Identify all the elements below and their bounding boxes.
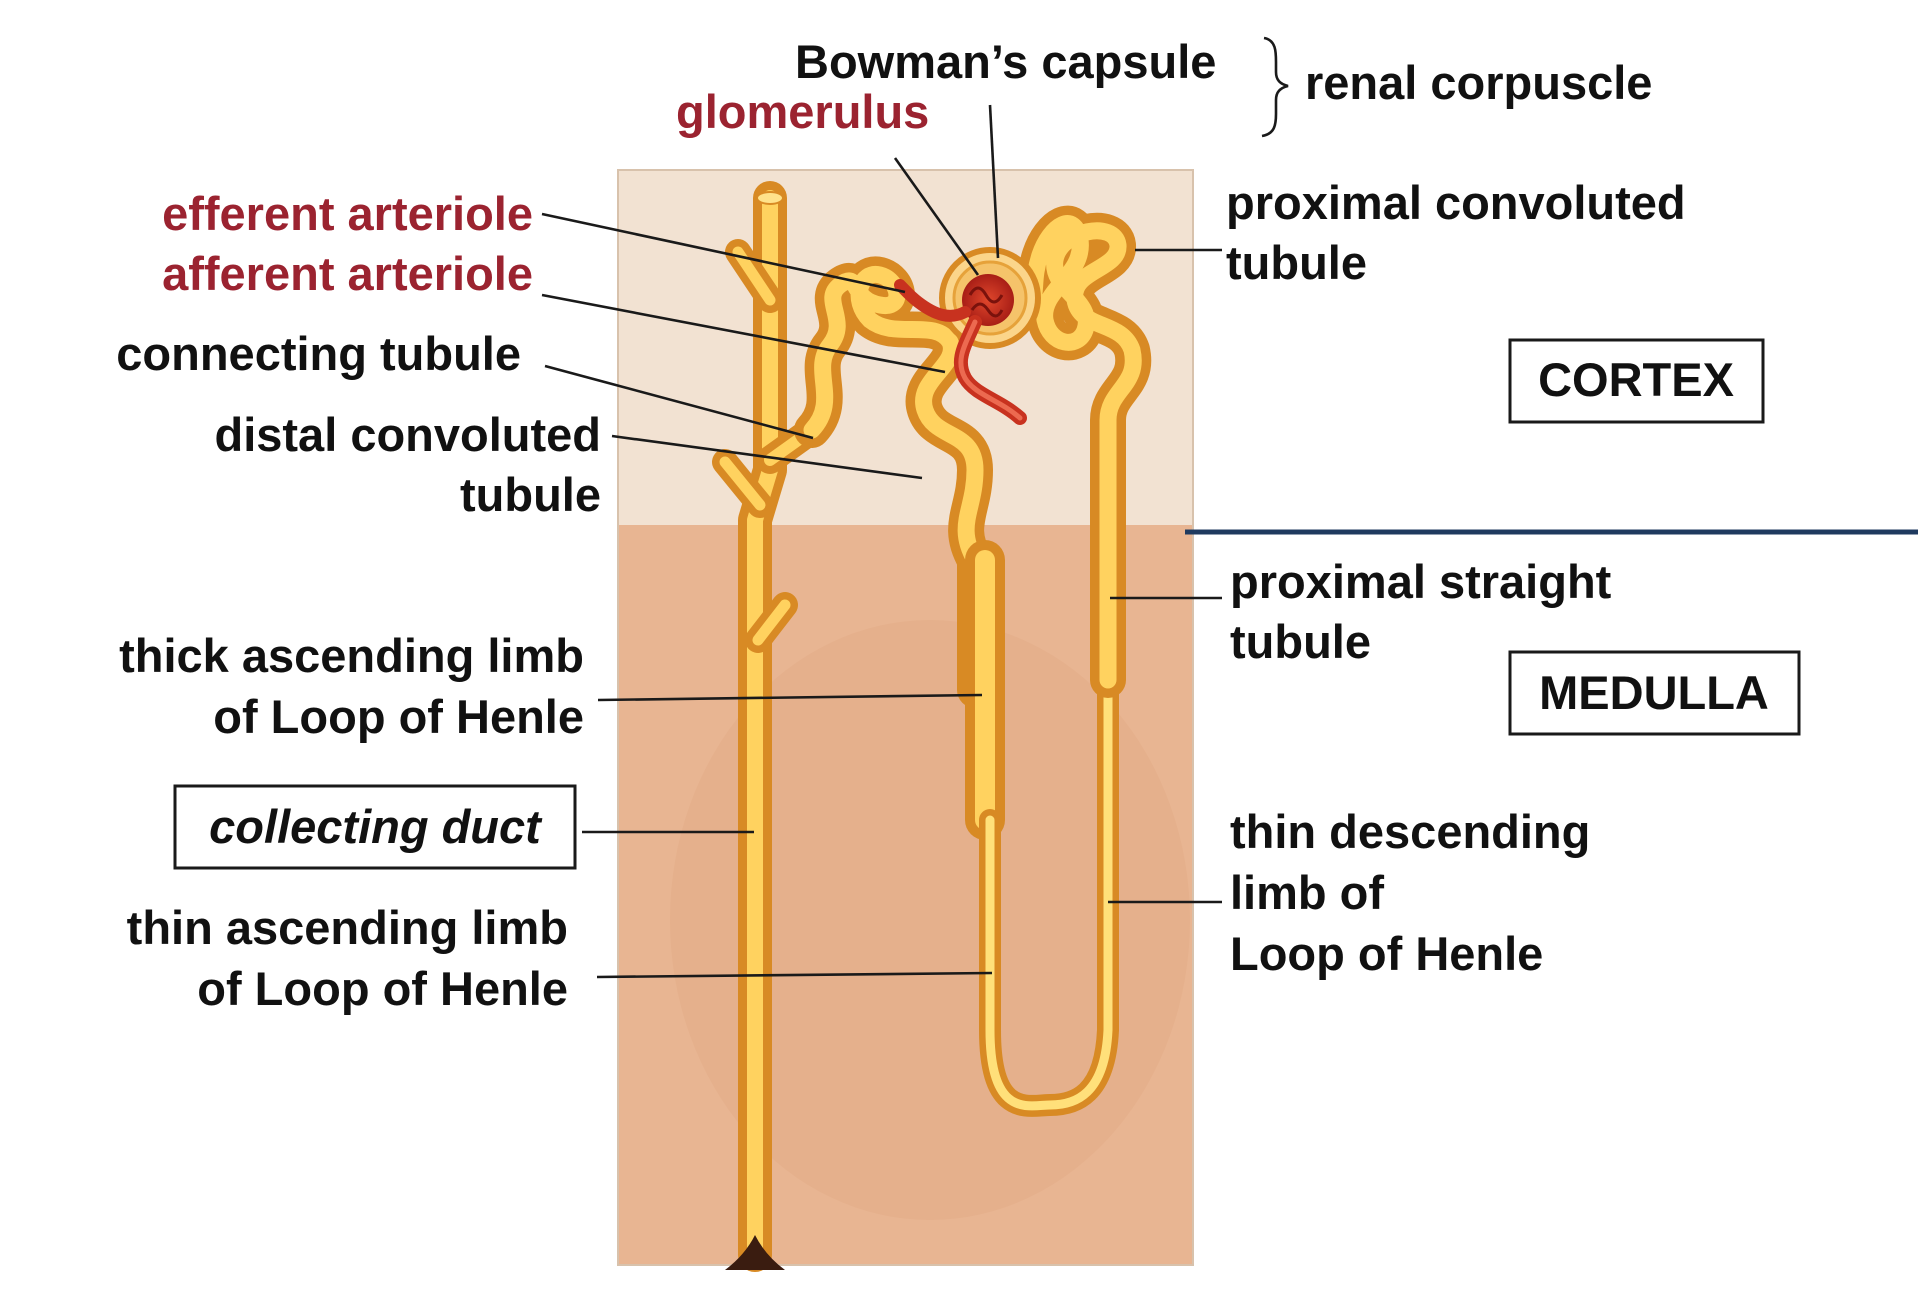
bowmans-capsule-label: Bowman’s capsule — [795, 35, 1216, 88]
distal-convoluted-label-line2: tubule — [460, 468, 601, 521]
thick-ascending-label-line2: of Loop of Henle — [213, 690, 584, 743]
thin-descending-label-line3: Loop of Henle — [1230, 927, 1543, 980]
proximal-tubule-tube — [1007, 205, 1152, 698]
arterioles — [894, 279, 1027, 425]
distal-convoluted-label-line1: distal convoluted — [215, 408, 602, 461]
proximal-convoluted-label-line2: tubule — [1226, 236, 1367, 289]
proximal-straight-label-line1: proximal straight — [1230, 555, 1612, 608]
collecting-duct-base — [725, 1235, 785, 1270]
efferent-arteriole-label: efferent arteriole — [162, 187, 533, 240]
thick-ascending-label-line1: thick ascending limb — [119, 629, 584, 682]
glomerulus-label: glomerulus — [676, 85, 929, 138]
distal-convoluted-tube — [794, 256, 993, 708]
collecting-duct-tube — [712, 181, 826, 1272]
afferent-arteriole-label: afferent arteriole — [162, 247, 533, 300]
loop-of-henle-thin-tube — [979, 669, 1119, 1117]
connecting-tubule-label: connecting tubule — [116, 327, 521, 380]
cortex-box — [1508, 338, 1765, 424]
renal-corpuscle-graphic — [939, 247, 1041, 349]
renal-corpuscle-label: renal corpuscle — [1305, 56, 1652, 109]
thin-descending-label-line1: thin descending — [1230, 805, 1590, 858]
thin-ascending-label-line1: thin ascending limb — [127, 901, 568, 954]
collecting-duct-box — [173, 784, 577, 870]
medulla-shading — [670, 620, 1190, 1220]
tissue-border — [617, 169, 1194, 1266]
proximal-convoluted-label-line1: proximal convoluted — [1226, 176, 1686, 229]
efferent-arteriole-vessel — [894, 279, 971, 322]
proximal-straight-label-line2: tubule — [1230, 615, 1371, 668]
renal-corpuscle-brace — [1261, 36, 1289, 138]
thin-ascending-label-line2: of Loop of Henle — [197, 962, 568, 1015]
leader-lines — [541, 104, 1222, 979]
thin-descending-label-line2: limb of — [1230, 866, 1384, 919]
cortex-region-label: CORTEX — [1538, 353, 1734, 406]
collecting-duct-top-opening — [756, 191, 784, 205]
glomerulus-capillaries — [968, 286, 1004, 318]
medulla-region-label: MEDULLA — [1539, 666, 1769, 719]
medulla-box — [1508, 650, 1801, 736]
collecting-duct-label: collecting duct — [209, 800, 543, 853]
